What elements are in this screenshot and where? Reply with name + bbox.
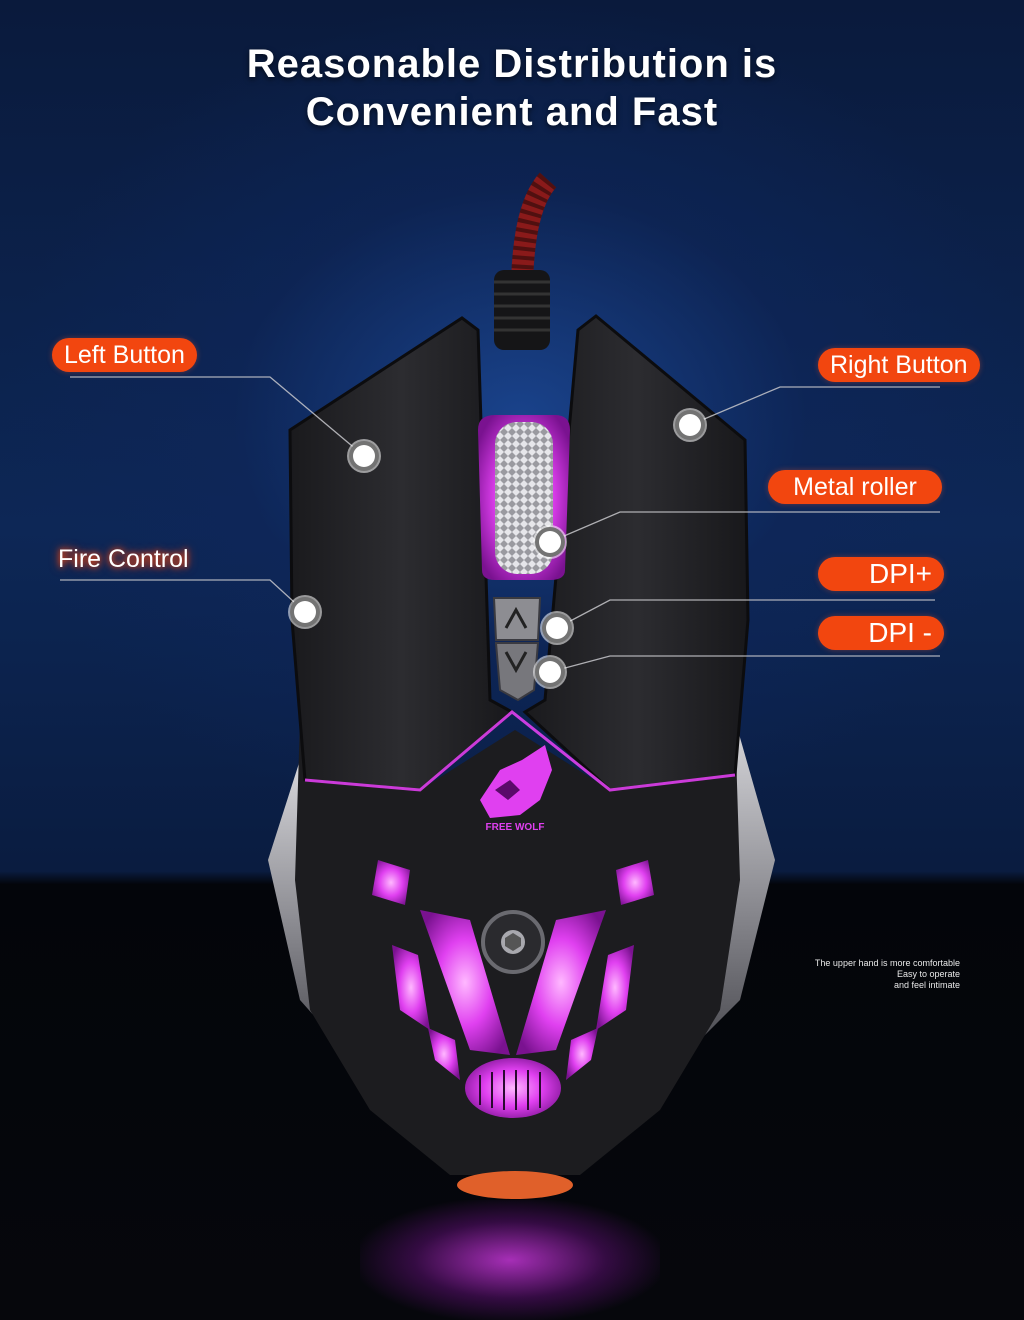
left-button-label: Left Button [52, 338, 197, 372]
wolf-logo [480, 745, 552, 818]
fire-control-label: Fire Control [58, 545, 189, 573]
dpi-plus-hotspot[interactable] [542, 613, 572, 643]
dpi-minus-hotspot[interactable] [535, 657, 565, 687]
metal-roller-hotspot[interactable] [535, 527, 565, 557]
dpi-minus-button [494, 642, 540, 702]
dpi-plus-button [492, 597, 542, 641]
feature-note: The upper hand is more comfortable Easy … [760, 958, 960, 991]
dpi-minus-label: DPI - [818, 616, 944, 650]
page-title: Reasonable Distribution is Convenient an… [0, 40, 1024, 136]
lighting-vents [372, 860, 654, 1118]
fire-control-hotspot[interactable] [290, 597, 320, 627]
right-button-hotspot[interactable] [675, 410, 705, 440]
title-line-2: Convenient and Fast [305, 90, 719, 134]
metal-roller-label: Metal roller [768, 470, 942, 504]
floor-glow [360, 1200, 660, 1320]
right-button-label: Right Button [818, 348, 980, 382]
note-line-3: and feel intimate [893, 980, 960, 990]
dpi-plus-label: DPI+ [818, 557, 944, 591]
title-line-1: Reasonable Distribution is [246, 42, 778, 86]
note-line-1: The upper hand is more comfortable [814, 958, 960, 968]
logo-text: FREE WOLF [485, 822, 545, 833]
left-button-hotspot[interactable] [349, 441, 379, 471]
note-line-2: Easy to operate [896, 969, 960, 979]
bottom-foot [457, 1171, 573, 1199]
